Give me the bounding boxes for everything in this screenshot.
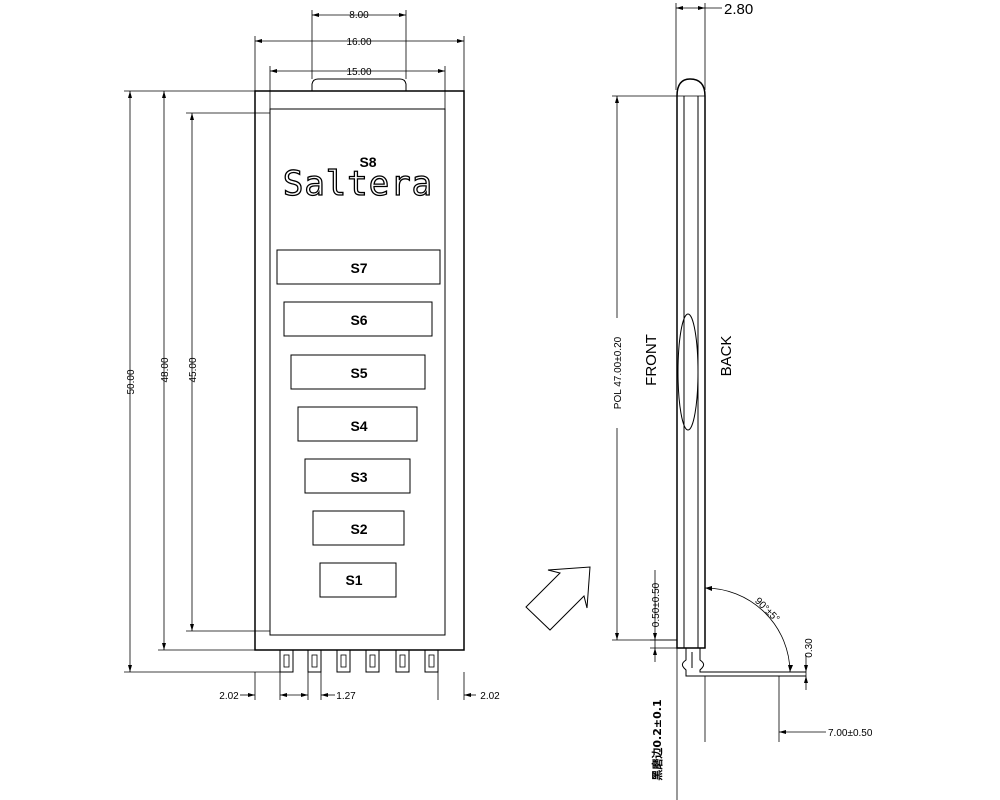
pin: [279, 649, 294, 673]
dim-45: 45.00: [188, 357, 199, 382]
side-pins: [681, 648, 807, 677]
segment-box-s6: [283, 301, 433, 337]
segment-s2: S2: [350, 521, 367, 537]
dim-offset: 0.50±0.50: [651, 582, 662, 627]
viewing-area: [269, 108, 446, 636]
bottom-dimensions: 2.02 1.27 2.02: [219, 672, 500, 702]
left-dimensions: 50.00 48.00 45.00: [124, 90, 280, 673]
segment-s1: S1: [345, 572, 362, 588]
pin: [424, 649, 439, 673]
dim-pin-length: 7.00±0.50: [828, 728, 873, 739]
dim-2-02-left: 2.02: [219, 691, 239, 702]
pin: [365, 649, 380, 673]
pin: [336, 649, 351, 673]
dim-48: 48.00: [160, 357, 171, 382]
top-dimensions: 8.00 16.00 15.00: [254, 10, 465, 109]
segment-s5: S5: [350, 365, 367, 381]
segment-s3: S3: [350, 469, 367, 485]
segment-box-s5: [290, 354, 426, 390]
dim-15: 15.00: [346, 67, 371, 78]
polarizer-bulge: [677, 313, 699, 431]
label-front: FRONT: [643, 334, 660, 386]
dim-thickness: 2.80: [724, 1, 753, 18]
segment-s7: S7: [350, 260, 367, 276]
segment-box-s1: [319, 562, 397, 598]
dim-50: 50.00: [126, 369, 137, 394]
dim-1-27: 1.27: [336, 691, 356, 702]
segment-box-s3: [304, 458, 411, 494]
front-view: 8.00 16.00 15.00 50.00 4: [124, 10, 500, 702]
dim-pin-thickness: 0.30: [804, 638, 815, 658]
pin: [307, 649, 322, 673]
pin: [395, 649, 410, 673]
logo-wordmark: Saltera: [283, 164, 433, 204]
segment-box-s2: [312, 510, 405, 546]
dim-angle: 90°±5°: [752, 596, 781, 625]
segment-box-s4: [297, 406, 418, 442]
note-edge-grinding: 黑磨边0.2±0.1: [650, 699, 664, 780]
side-view: 2.80 POL 47.00±0.20 FRONT BACK 0.50±0.50: [611, 1, 873, 800]
label-back: BACK: [718, 336, 735, 377]
dim-pol: POL 47.00±0.20: [613, 336, 624, 409]
dim-8: 8.00: [349, 10, 369, 21]
segment-box-s7: [276, 249, 441, 285]
side-body: [676, 78, 706, 649]
dim-2-02-right: 2.02: [480, 691, 500, 702]
pin-row: [279, 649, 439, 673]
view-direction-arrow: [525, 566, 591, 631]
segment-s4: S4: [350, 418, 367, 434]
dim-16: 16.00: [346, 37, 371, 48]
segment-s8: S8: [359, 154, 376, 170]
top-tab: [311, 78, 407, 91]
segment-s6: S6: [350, 312, 367, 328]
